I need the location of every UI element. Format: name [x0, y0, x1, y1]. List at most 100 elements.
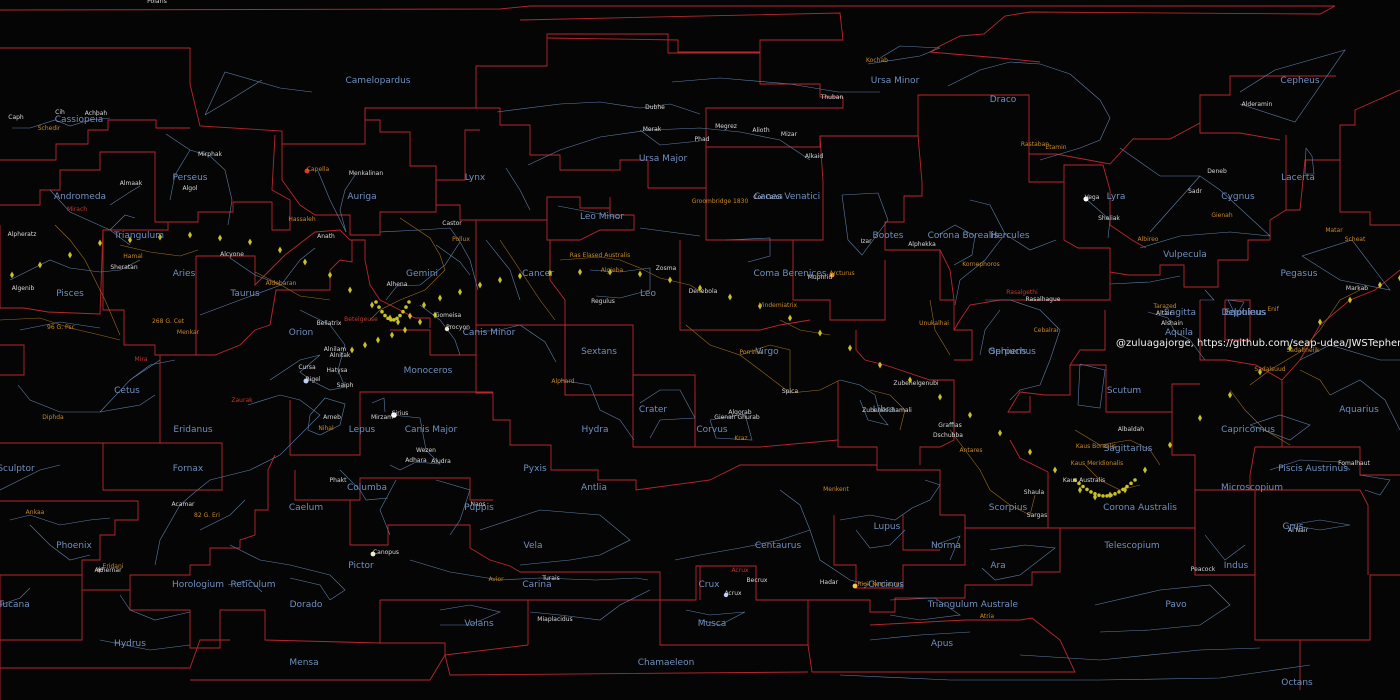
- star-label-acrux: Acrux: [724, 590, 742, 597]
- constellation-label-tucana: Tucana: [0, 600, 30, 610]
- star-label-zubeneschamali: Zubeneschamali: [862, 407, 912, 414]
- star-label-nihal: Nihal: [318, 425, 334, 432]
- track-marker: [376, 336, 380, 344]
- star-label-altair: Altair: [1156, 310, 1172, 317]
- star-label-mirach: Mirach: [67, 206, 87, 213]
- star-label-algieba: Algieba: [601, 267, 624, 274]
- constellation-label-corona-borealis: Corona Borealis: [928, 231, 999, 241]
- track-marker: [398, 313, 402, 318]
- track-marker: [968, 411, 972, 419]
- track-marker: [1258, 368, 1262, 376]
- star-label-mira: Mira: [135, 356, 148, 363]
- track-marker: [728, 293, 732, 301]
- star-label-avior: Avior: [488, 576, 504, 583]
- star-label-spica: Spica: [782, 388, 799, 395]
- zodiac-figures: [0, 217, 1361, 516]
- star-label-mirzam: Mirzam: [371, 414, 393, 421]
- star-label-zosma: Zosma: [656, 265, 677, 272]
- star-label-bellatrix: Bellatrix: [317, 320, 342, 327]
- orbit-track: [10, 231, 1400, 501]
- track-marker: [1089, 490, 1093, 494]
- constellation-label-libra: Libra: [873, 405, 895, 415]
- track-marker: [848, 344, 852, 352]
- constellation-figures: [0, 45, 1400, 681]
- star-label-alnilam: Alnilam: [324, 346, 347, 353]
- constellation-label-fornax: Fornax: [173, 464, 204, 474]
- star-labels: PolarisKochabThubanAlderaminDubheAchbahC…: [8, 0, 1371, 623]
- constellation-label-hercules: Hercules: [990, 231, 1029, 241]
- star-label-alderamin: Alderamin: [1242, 101, 1273, 108]
- constellation-label-circinus: Circinus: [868, 580, 904, 590]
- track-marker: [1028, 448, 1032, 456]
- star-label-enif: Enif: [1267, 306, 1279, 313]
- track-marker: [390, 331, 394, 339]
- track-marker: [38, 261, 42, 269]
- track-marker: [401, 309, 405, 314]
- track-marker: [608, 268, 612, 276]
- track-marker: [10, 271, 14, 279]
- credit-text: @zuluagajorge, https://github.com/seap-u…: [1116, 338, 1400, 349]
- constellation-label-orion: Orion: [289, 328, 314, 338]
- track-marker: [908, 376, 912, 384]
- track-marker: [1097, 493, 1101, 498]
- track-marker: [350, 346, 354, 354]
- track-marker: [1101, 494, 1105, 498]
- star-label-capella: Capella: [307, 166, 330, 173]
- star-label-antares: Antares: [959, 447, 982, 454]
- constellation-label-gemini: Gemini: [406, 269, 438, 279]
- constellation-label-horologium: Horologium: [172, 580, 224, 590]
- constellation-label-cygnus: Cygnus: [1221, 192, 1255, 202]
- track-marker: [374, 300, 378, 304]
- constellation-label-cassiopeia: Cassiopeia: [55, 115, 103, 125]
- track-marker: [1121, 487, 1125, 492]
- star-label-caph: Caph: [8, 114, 24, 121]
- star-label-cebalrai: Cebalrai: [1034, 327, 1059, 334]
- star-label-etamin: Etamin: [1045, 144, 1066, 151]
- star-label-alphard: Alphard: [551, 378, 574, 385]
- star-label-procyon: Procyon: [446, 324, 470, 331]
- constellation-label-lacerta: Lacerta: [1281, 173, 1315, 183]
- constellation-label-canis-minor: Canis Minor: [463, 328, 516, 338]
- star-label-izar: Izar: [860, 238, 872, 245]
- constellation-label-auriga: Auriga: [347, 192, 376, 202]
- star-label-mirphak: Mirphak: [198, 151, 223, 158]
- star-label-naos: Naos: [471, 501, 486, 508]
- constellation-label-bootes: Bootes: [873, 231, 904, 241]
- star-dot-vega: [1083, 196, 1089, 202]
- star-label-alpheratz: Alpheratz: [8, 231, 37, 238]
- star-label-tarazed: Tarazed: [1152, 303, 1176, 310]
- star-label-96-g-psc: 96 G. Psc: [47, 324, 75, 331]
- track-marker: [389, 318, 393, 322]
- star-label-wezen: Wezen: [416, 447, 436, 454]
- star-dot-rigel: [303, 378, 309, 384]
- star-label-achbah: Achbah: [85, 110, 108, 117]
- constellation-boundaries: [0, 5, 1400, 700]
- constellation-label-pisces: Pisces: [56, 289, 84, 299]
- star-label-82-g-eri: 82 G. Eri: [194, 512, 220, 519]
- track-marker: [1348, 296, 1352, 304]
- star-label-canopus: Canopus: [373, 549, 399, 556]
- star-label-albireo: Albireo: [1138, 236, 1159, 243]
- star-label-deneb: Deneb: [1207, 168, 1227, 175]
- star-label-shaula: Shaula: [1024, 489, 1045, 496]
- star-label-schedir: Schedir: [38, 125, 61, 132]
- star-label-pollux: Pollux: [452, 236, 470, 243]
- star-label-ras-elased-australis: Ras Elased Australis: [570, 252, 630, 259]
- star-dot-procyon: [444, 326, 450, 332]
- star-label-kaus-borealis: Kaus Borealis: [1076, 443, 1116, 450]
- track-marker: [404, 305, 408, 309]
- star-label-muphrid: Muphrid: [808, 274, 833, 281]
- constellation-label-corona-australis: Corona Australis: [1103, 503, 1177, 513]
- track-marker: [386, 316, 390, 321]
- track-marker: [370, 301, 374, 309]
- track-marker: [158, 233, 162, 241]
- star-label-graffias: Graffias: [938, 422, 961, 429]
- star-label-adhara: Adhara: [405, 457, 427, 464]
- star-label-acrux: Acrux: [731, 567, 749, 574]
- constellation-label-antlia: Antlia: [581, 483, 607, 493]
- star-label-peacock: Peacock: [1191, 566, 1216, 573]
- constellation-label-pavo: Pavo: [1165, 600, 1187, 610]
- constellation-label-aquila: Aquila: [1165, 328, 1193, 338]
- star-label-sadalmelik: Sadalmelik: [1287, 347, 1321, 354]
- star-label-rigil-kentaurus: Rigil Kentaurus: [857, 581, 902, 588]
